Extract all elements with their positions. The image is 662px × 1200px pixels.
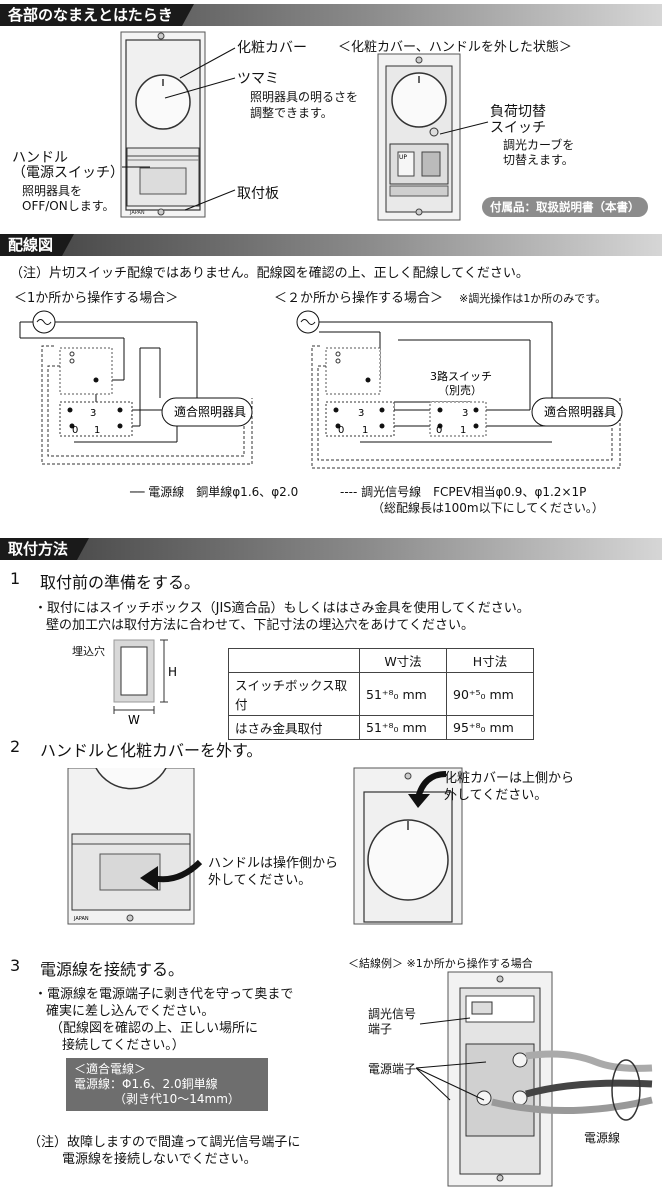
table-cell: 90⁺⁵₀ mm: [446, 672, 534, 716]
handle-remove-text-1: ハンドルは操作側から: [208, 856, 339, 871]
signal-terminal-label-2: 端子: [368, 1022, 393, 1036]
two-place-note: ※調光操作は1か所のみです。: [459, 292, 607, 305]
step3-title: 電源線を接続する。: [40, 960, 185, 979]
arrow-handle-icon: [140, 859, 203, 890]
section-title-wiring: 配線図: [0, 234, 75, 256]
table-cell: 51⁺⁸₀ mm: [359, 715, 447, 740]
knob-desc-2: 調整できます。: [250, 106, 333, 120]
step1-title: 取付前の準備をする。: [40, 573, 201, 592]
svg-text:3: 3: [358, 408, 364, 419]
dimension-table: W寸法 H寸法 スイッチボックス取付 51⁺⁸₀ mm 90⁺⁵₀ mm はさみ…: [228, 648, 534, 740]
table-cell: 51⁺⁸₀ mm: [359, 672, 447, 716]
label-load-switch: 負荷切替: [490, 104, 546, 120]
caution-2: 電源線を接続しないでください。: [62, 1152, 257, 1167]
table-cell: はさみ金具取付: [228, 715, 360, 740]
table-header-cell: W寸法: [359, 648, 447, 673]
signal-terminal-label: 調光信号: [368, 1007, 417, 1021]
wire-spec-line-2: （剥き代10～14mm）: [114, 1092, 240, 1106]
section-header-install: 取付方法: [0, 538, 662, 560]
step3-number: 3: [10, 956, 21, 975]
step3-bullet-4: 接続してください。）: [62, 1038, 185, 1053]
step3-bullet-2: 確実に差し込んでください。: [46, 1004, 215, 1019]
step2-number: 2: [10, 737, 21, 756]
table-row: はさみ金具取付 51⁺⁸₀ mm 95⁺⁸₀ mm: [228, 715, 534, 740]
hole-label: 埋込穴: [72, 645, 105, 658]
accessory-badge: 付属品：取扱説明書（本書）: [482, 197, 648, 217]
japan-label: JAPAN: [129, 210, 145, 216]
label-load-switch-2: スイッチ: [490, 120, 546, 136]
cover-remove-text-1: 化粧カバーは上側から: [444, 771, 575, 786]
wiring-note: （注）片切スイッチ配線ではありません。配線図を確認の上、正しく配線してください。: [10, 266, 529, 281]
fixture-label: 適合照明器具: [174, 404, 246, 419]
handle-desc-1: 照明器具を: [22, 184, 83, 198]
one-place-title: ＜1か所から操作する場合＞: [14, 291, 179, 306]
handle-removal-illustration: JAPAN: [67, 768, 195, 925]
section-title-parts: 各部のなまえとはたらき: [0, 4, 194, 26]
wire-spec-title: ＜適合電線＞: [74, 1062, 147, 1076]
table-header-cell: H寸法: [446, 648, 534, 673]
callout-lines-left: [122, 47, 236, 211]
load-desc-2: 切替えます。: [503, 153, 574, 167]
label-handle-sub: （電源スイッチ）: [12, 165, 124, 181]
callout-line-load: [440, 121, 489, 135]
caution-1: （注）故障しますので間違って調光信号端子に: [28, 1135, 301, 1150]
legend-signal: ---- 調光信号線 FCPEV相当φ0.9、φ1.2×1P: [340, 485, 587, 499]
section-header-parts: 各部のなまえとはたらき: [0, 4, 662, 26]
example-title: ＜結線例＞ ※1か所から操作する場合: [348, 957, 533, 970]
terminal-3-label: 3: [90, 408, 96, 419]
svg-text:UP: UP: [399, 154, 407, 161]
table-row: スイッチボックス取付 51⁺⁸₀ mm 90⁺⁵₀ mm: [228, 672, 534, 716]
step3-bullet-3: （配線図を確認の上、正しい場所に: [50, 1021, 259, 1036]
h-dimension-label: H: [168, 665, 177, 679]
section-title-install: 取付方法: [0, 538, 90, 560]
label-plate: 取付板: [237, 186, 279, 202]
wire-spec-box: ＜適合電線＞ 電源線：Φ1.6、2.0銅単線 （剥き代10～14mm）: [66, 1058, 268, 1111]
table-cell: スイッチボックス取付: [228, 672, 360, 716]
table-header-cell: [228, 648, 360, 673]
svg-text:0: 0: [338, 425, 344, 436]
power-wire-label: 電源線: [584, 1131, 621, 1145]
cover-remove-text-2: 外してください。: [444, 788, 548, 803]
step1-bullet-2: 壁の加工穴は取付方法に合わせて、下記寸法の埋込穴をあけてください。: [46, 618, 474, 633]
two-place-title: ＜２か所から操作する場合＞: [274, 291, 444, 306]
legend-power: ── 電源線 銅単線φ1.6、φ2.0: [130, 485, 299, 499]
label-cover: 化粧カバー: [237, 40, 307, 56]
svg-text:JAPAN: JAPAN: [73, 916, 89, 922]
label-handle: ハンドル: [12, 150, 68, 166]
label-knob: ツマミ: [237, 71, 279, 87]
wiring-diagram-two-place: 3 0 1 3 0 1 3路スイッチ （別売） 適合照明器具: [296, 310, 623, 469]
step1-number: 1: [10, 569, 21, 588]
knob-desc-1: 照明器具の明るさを: [250, 90, 359, 104]
handle-remove-text-2: 外してください。: [208, 873, 312, 888]
wire-spec-line-1: 電源線：Φ1.6、2.0銅単線: [74, 1077, 218, 1091]
step3-bullet-1: ・電源線を電源端子に剥き代を守って奥まで: [34, 987, 294, 1002]
step2-title: ハンドルと化粧カバーを外す。: [40, 741, 263, 760]
svg-text:1: 1: [362, 425, 368, 436]
w-dimension-label: W: [128, 713, 140, 726]
terminal-1-label: 1: [94, 425, 100, 436]
section-header-wiring: 配線図: [0, 234, 662, 256]
hole-diagram: H W: [113, 639, 177, 726]
table-cell: 95⁺⁸₀ mm: [446, 715, 534, 740]
handle-desc-2: OFF/ONします。: [22, 199, 115, 213]
arrow-cover-icon: [408, 771, 447, 808]
device-front-illustration: JAPAN: [120, 31, 206, 218]
three-way-label: 3路スイッチ: [430, 370, 492, 383]
wiring-diagram-one-place: 3 0 1 適合照明器具: [19, 310, 253, 465]
step1-bullet-1: ・取付にはスイッチボックス（JIS適合品）もしくははさみ金具を使用してください。: [34, 601, 530, 616]
power-terminal-label: 電源端子: [368, 1062, 417, 1076]
example-callout-lines: [415, 1017, 487, 1101]
three-way-sub: （別売）: [438, 384, 482, 397]
fixture-label-2: 適合照明器具: [544, 404, 616, 419]
removed-state-title: ＜化粧カバー、ハンドルを外した状態＞: [338, 40, 572, 55]
load-desc-1: 調光カーブを: [503, 138, 575, 152]
svg-text:0: 0: [436, 425, 442, 436]
device-inner-illustration: UP: [377, 53, 461, 221]
table-header-row: W寸法 H寸法: [228, 648, 534, 673]
terminal-0-label: 0: [72, 425, 78, 436]
svg-text:1: 1: [460, 425, 466, 436]
svg-text:3: 3: [462, 408, 468, 419]
wiring-example-illustration: [447, 971, 653, 1187]
legend-signal-2: （総配線長は100m以下にしてください。）: [372, 501, 604, 515]
